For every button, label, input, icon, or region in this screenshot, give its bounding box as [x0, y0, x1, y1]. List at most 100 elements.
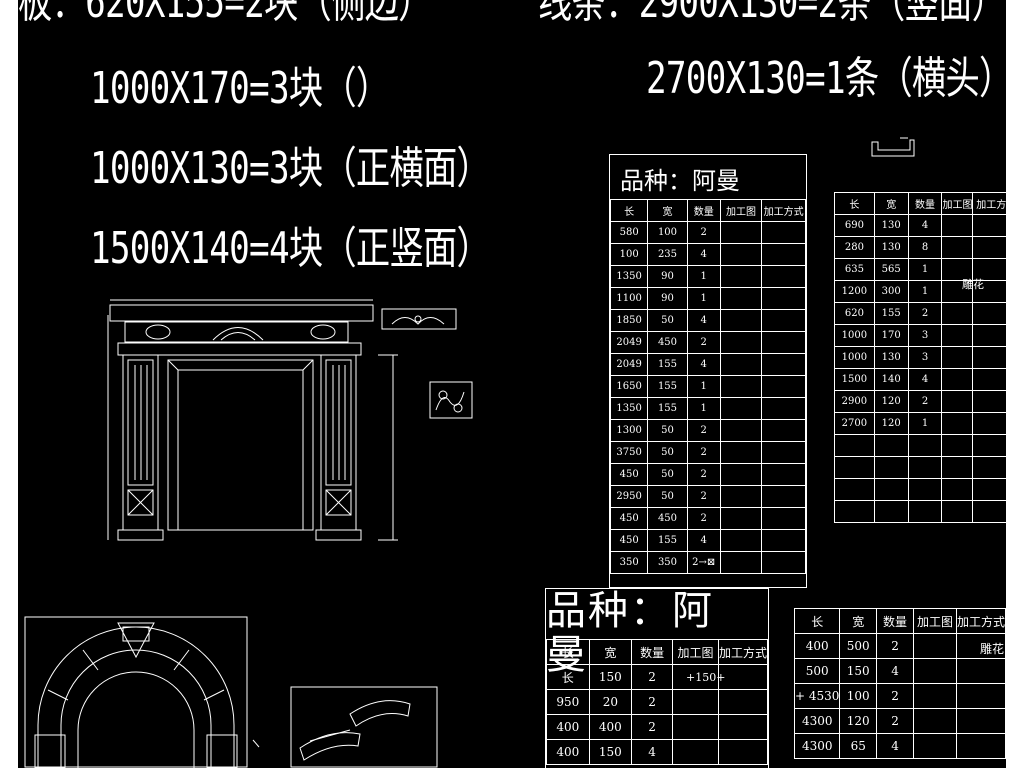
table-cell: 2 [686, 221, 721, 244]
table-cell [719, 419, 763, 442]
table-cell [955, 658, 1006, 684]
table-cell: 450 [609, 463, 649, 486]
table-cell: 155 [647, 397, 688, 420]
table2-header-3: 加工图 [941, 192, 974, 215]
header-line-5: 2700X130=1条（横头） [646, 53, 1006, 104]
table-cell [955, 733, 1006, 759]
table-cell [761, 243, 806, 266]
table3-dim-note: +150+ [686, 671, 726, 684]
table-cell: 580 [609, 221, 649, 244]
table-cell: 400 [546, 739, 590, 765]
table-cell: 120 [839, 708, 878, 734]
table-cell [719, 243, 763, 266]
table-cell: 2900 [834, 390, 875, 413]
table-cell [717, 739, 769, 765]
table-cell: 100 [609, 243, 649, 266]
table-cell [761, 419, 806, 442]
table-cell: 450 [609, 529, 649, 552]
table-cell [761, 397, 806, 420]
carving-detail-top [381, 308, 457, 330]
table-cell: 2 [631, 689, 674, 715]
table-cell: 1350 [609, 397, 649, 420]
table-cell [941, 236, 974, 259]
table-cell: 450 [647, 507, 688, 530]
table-cell [761, 221, 806, 244]
table-cell: 1 [907, 280, 943, 303]
table-cell [672, 739, 719, 765]
table-cell: 50 [647, 419, 688, 442]
table-cell: 1500 [834, 368, 875, 391]
table-cell: 4 [631, 739, 674, 765]
carving-detail-square [429, 381, 473, 419]
table-cell: 2 [631, 664, 674, 690]
table-cell: 4 [876, 733, 914, 759]
table-cell: 2 [686, 463, 721, 486]
table-cell [941, 478, 974, 501]
table-cell: 130 [873, 236, 909, 259]
table-cell: 4 [907, 214, 943, 237]
table-cell: 2 [686, 331, 721, 354]
table-cell [761, 507, 806, 530]
table-cell [761, 529, 806, 552]
table-cell: 235 [647, 243, 688, 266]
table-cell [972, 368, 1006, 391]
table-cell: 565 [873, 258, 909, 281]
table-cell: 1000 [834, 346, 875, 369]
table-cell: 2 [686, 485, 721, 508]
table-cell [719, 551, 763, 574]
table4-header-3: 加工图 [912, 608, 957, 634]
table-cell [907, 478, 943, 501]
table-cell: 280 [834, 236, 875, 259]
table4-header-1: 宽 [839, 608, 878, 634]
table-cell: 950 [546, 689, 590, 715]
table-cell: 2950 [609, 485, 649, 508]
table-cell: 4 [907, 368, 943, 391]
table-cell: 400 [546, 714, 590, 740]
table-cell: 100 [647, 221, 688, 244]
table-cell: 90 [647, 287, 688, 310]
table-cell: 3 [907, 346, 943, 369]
table-cell: 2 [907, 302, 943, 325]
table-cell [761, 485, 806, 508]
table-cell [672, 689, 719, 715]
table-cell [719, 507, 763, 530]
table-cell: 50 [647, 463, 688, 486]
table-cell: 150 [588, 664, 633, 690]
table-cell [972, 236, 1006, 259]
table-cell [719, 397, 763, 420]
table-cell: 620 [834, 302, 875, 325]
table4-header-0: 长 [793, 608, 841, 634]
table-cell: 1850 [609, 309, 649, 332]
table-cell [761, 441, 806, 464]
table-row [834, 500, 1006, 523]
table-cell: 690 [834, 214, 875, 237]
table-cell: 400 [793, 633, 841, 659]
table-cell: 4 [686, 309, 721, 332]
table-cell [719, 463, 763, 486]
table-cell [972, 346, 1006, 369]
table-cell: 2 [686, 441, 721, 464]
table-row [834, 456, 1006, 479]
table-cell [761, 375, 806, 398]
table-cell: 1 [907, 412, 943, 435]
table-cell: 3750 [609, 441, 649, 464]
table-cell: + 4530 [793, 683, 841, 709]
table-cell [717, 714, 769, 740]
cad-drawing-area[interactable]: 板：620X155=2块（侧边） 1000X170=3块（） 1000X130=… [18, 0, 1006, 768]
